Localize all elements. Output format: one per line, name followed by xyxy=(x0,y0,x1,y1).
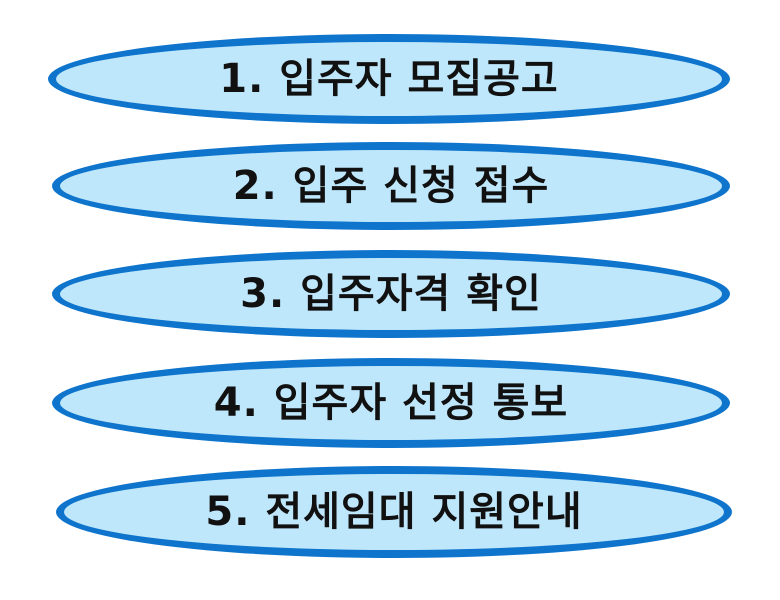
step-3-label: 3. 입주자격 확인 xyxy=(240,271,542,317)
step-2-label: 2. 입주 신청 접수 xyxy=(232,163,550,209)
step-1-label: 1. 입주자 모집공고 xyxy=(219,56,559,102)
step-4-label: 4. 입주자 선정 통보 xyxy=(213,380,569,426)
step-5-lease-support-guide: 5. 전세임대 지원안내 xyxy=(56,466,732,558)
step-5-label: 5. 전세임대 지원안내 xyxy=(205,489,583,535)
step-1-recruitment-notice: 1. 입주자 모집공고 xyxy=(48,34,730,124)
step-3-eligibility-check: 3. 입주자격 확인 xyxy=(52,250,730,338)
step-2-application-receipt: 2. 입주 신청 접수 xyxy=(52,142,730,230)
step-4-selection-notice: 4. 입주자 선정 통보 xyxy=(52,358,730,448)
